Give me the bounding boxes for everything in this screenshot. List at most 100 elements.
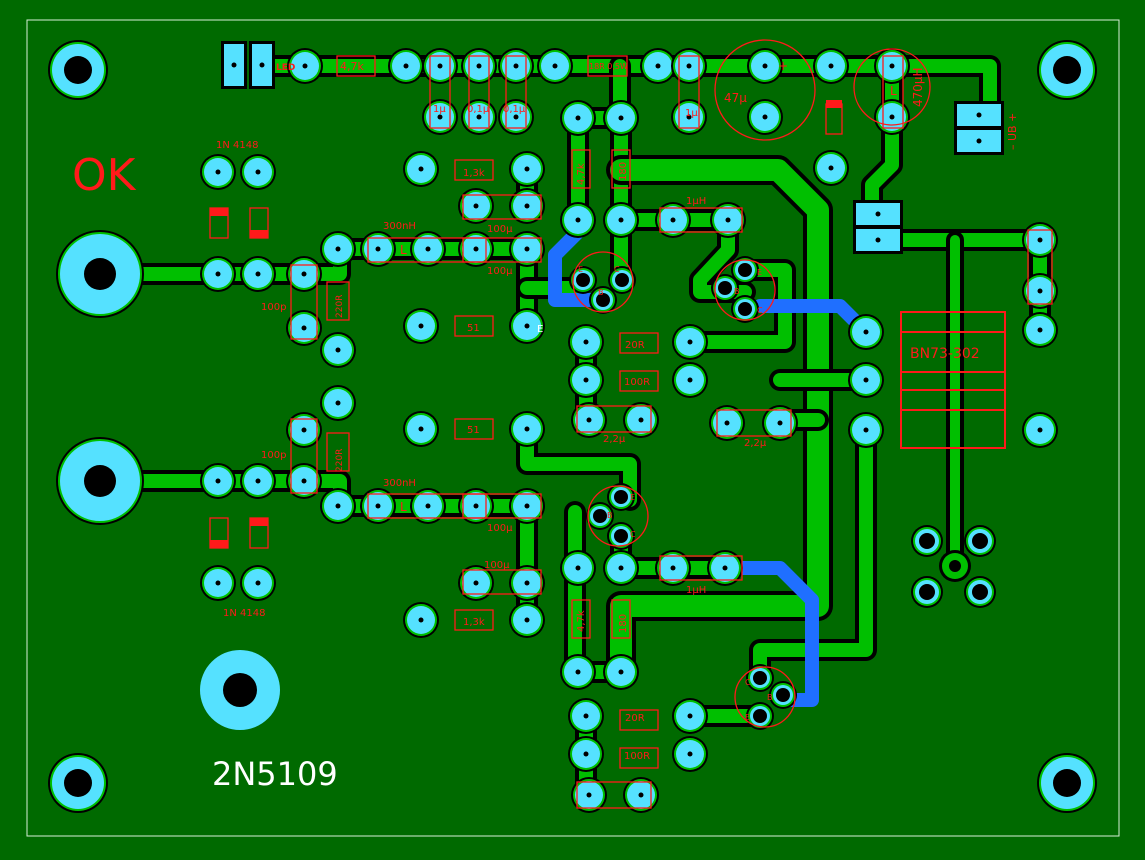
diode-band <box>210 540 228 548</box>
drill-hole <box>418 617 424 623</box>
label-c-100u-2: 100µ <box>487 266 513 277</box>
drill-hole <box>583 713 589 719</box>
drill-hole <box>437 63 443 69</box>
drill-hole <box>863 377 869 383</box>
component-outline <box>619 332 659 354</box>
label-c-1u-b: 1µ <box>685 108 698 119</box>
drill-hole <box>614 529 628 543</box>
label-diode-bottom: 1N 4148 <box>223 608 265 619</box>
label-c-1u-a: 1µ <box>433 104 446 115</box>
drill-hole <box>762 114 768 120</box>
drill-hole <box>618 565 624 571</box>
inductor-outline <box>853 48 931 126</box>
label-r-47k-bottom: 4,7k <box>576 610 587 632</box>
label-c-01u-a: 0,1µ <box>467 104 490 115</box>
drill-hole <box>1037 427 1043 433</box>
drill-hole <box>686 114 692 120</box>
q4-pin-e: E <box>745 713 750 722</box>
drill-hole <box>473 203 479 209</box>
drill-hole <box>586 417 592 423</box>
drill-hole <box>223 673 257 707</box>
drill-hole <box>575 669 581 675</box>
drill-hole <box>972 533 988 549</box>
component-outline <box>505 55 527 129</box>
component-outline <box>290 418 318 494</box>
drill-hole <box>828 165 834 171</box>
drill-hole <box>215 478 221 484</box>
drill-hole <box>301 325 307 331</box>
drill-hole <box>259 62 265 68</box>
component-outline <box>462 237 542 263</box>
component-outline <box>326 432 350 472</box>
drill-hole <box>84 258 116 290</box>
drill-hole <box>437 114 443 120</box>
component-outline <box>468 55 490 129</box>
drill-hole <box>335 400 341 406</box>
q1-pin-e: E <box>578 265 583 274</box>
drill-hole <box>524 617 530 623</box>
drill-hole <box>618 115 624 121</box>
drill-hole <box>583 377 589 383</box>
q1-pin-c: C <box>614 265 620 274</box>
drill-hole <box>524 323 530 329</box>
drill-hole <box>596 293 610 307</box>
q2-pin-c: C <box>757 306 763 315</box>
diode-band <box>210 208 228 216</box>
drill-hole <box>575 217 581 223</box>
drill-hole <box>889 63 895 69</box>
drill-hole <box>473 246 479 252</box>
drill-hole <box>255 169 261 175</box>
trace <box>610 159 829 683</box>
q3-pin-e: E <box>630 493 635 502</box>
drill-hole <box>687 713 693 719</box>
component-outline <box>576 405 652 433</box>
component-outline <box>462 569 542 595</box>
q2-pin-b: B <box>734 287 740 296</box>
drill-hole <box>889 114 895 120</box>
component-outline <box>619 370 659 392</box>
drill-hole <box>64 56 92 84</box>
drill-hole <box>524 203 530 209</box>
label-l-sym-bottom: L <box>400 500 407 514</box>
drill-hole <box>403 63 409 69</box>
label-c-100p-top: 100p <box>261 302 286 313</box>
label-r-18r: 18R 0,5W <box>589 62 628 71</box>
drill-hole <box>215 580 221 586</box>
drill-hole <box>1037 288 1043 294</box>
drill-hole <box>476 114 482 120</box>
component-outline <box>454 159 494 181</box>
drill-hole <box>687 751 693 757</box>
transformer-outline <box>900 311 1006 449</box>
label-led: LED <box>276 63 295 73</box>
label-c-01u-b: 0,1µ <box>503 104 526 115</box>
drill-hole <box>762 63 768 69</box>
drill-hole <box>828 63 834 69</box>
drill-hole <box>375 503 381 509</box>
label-r-100r-bottom: 100R <box>624 751 650 762</box>
drill-hole <box>1037 327 1043 333</box>
label-c-22u-a: 2,2µ <box>603 434 626 445</box>
drill-hole <box>1053 56 1081 84</box>
component-outline <box>290 264 318 340</box>
label-transformer: BN73-302 <box>910 346 980 362</box>
drill-hole <box>524 580 530 586</box>
label-r-led: 4,7k <box>340 60 364 73</box>
drill-hole <box>64 769 92 797</box>
drill-hole <box>583 339 589 345</box>
q3-pin-b: B <box>607 511 613 520</box>
transistor-outline <box>734 666 796 728</box>
label-r-51-top: 51 <box>467 323 480 334</box>
label-r-220r-top: 220R <box>335 295 345 318</box>
drill-hole <box>686 63 692 69</box>
component-outline <box>429 55 451 129</box>
q1-pin-b: B <box>598 288 604 297</box>
board-outline <box>26 19 1120 837</box>
drill-hole <box>335 246 341 252</box>
drill-hole <box>670 217 676 223</box>
label-r-51-bottom: 51 <box>467 425 480 436</box>
label-l-1uh-bottom: 1µH <box>686 585 706 596</box>
drill-hole <box>972 584 988 600</box>
label-r-20r-top: 20R <box>625 340 645 351</box>
drill-hole <box>335 503 341 509</box>
